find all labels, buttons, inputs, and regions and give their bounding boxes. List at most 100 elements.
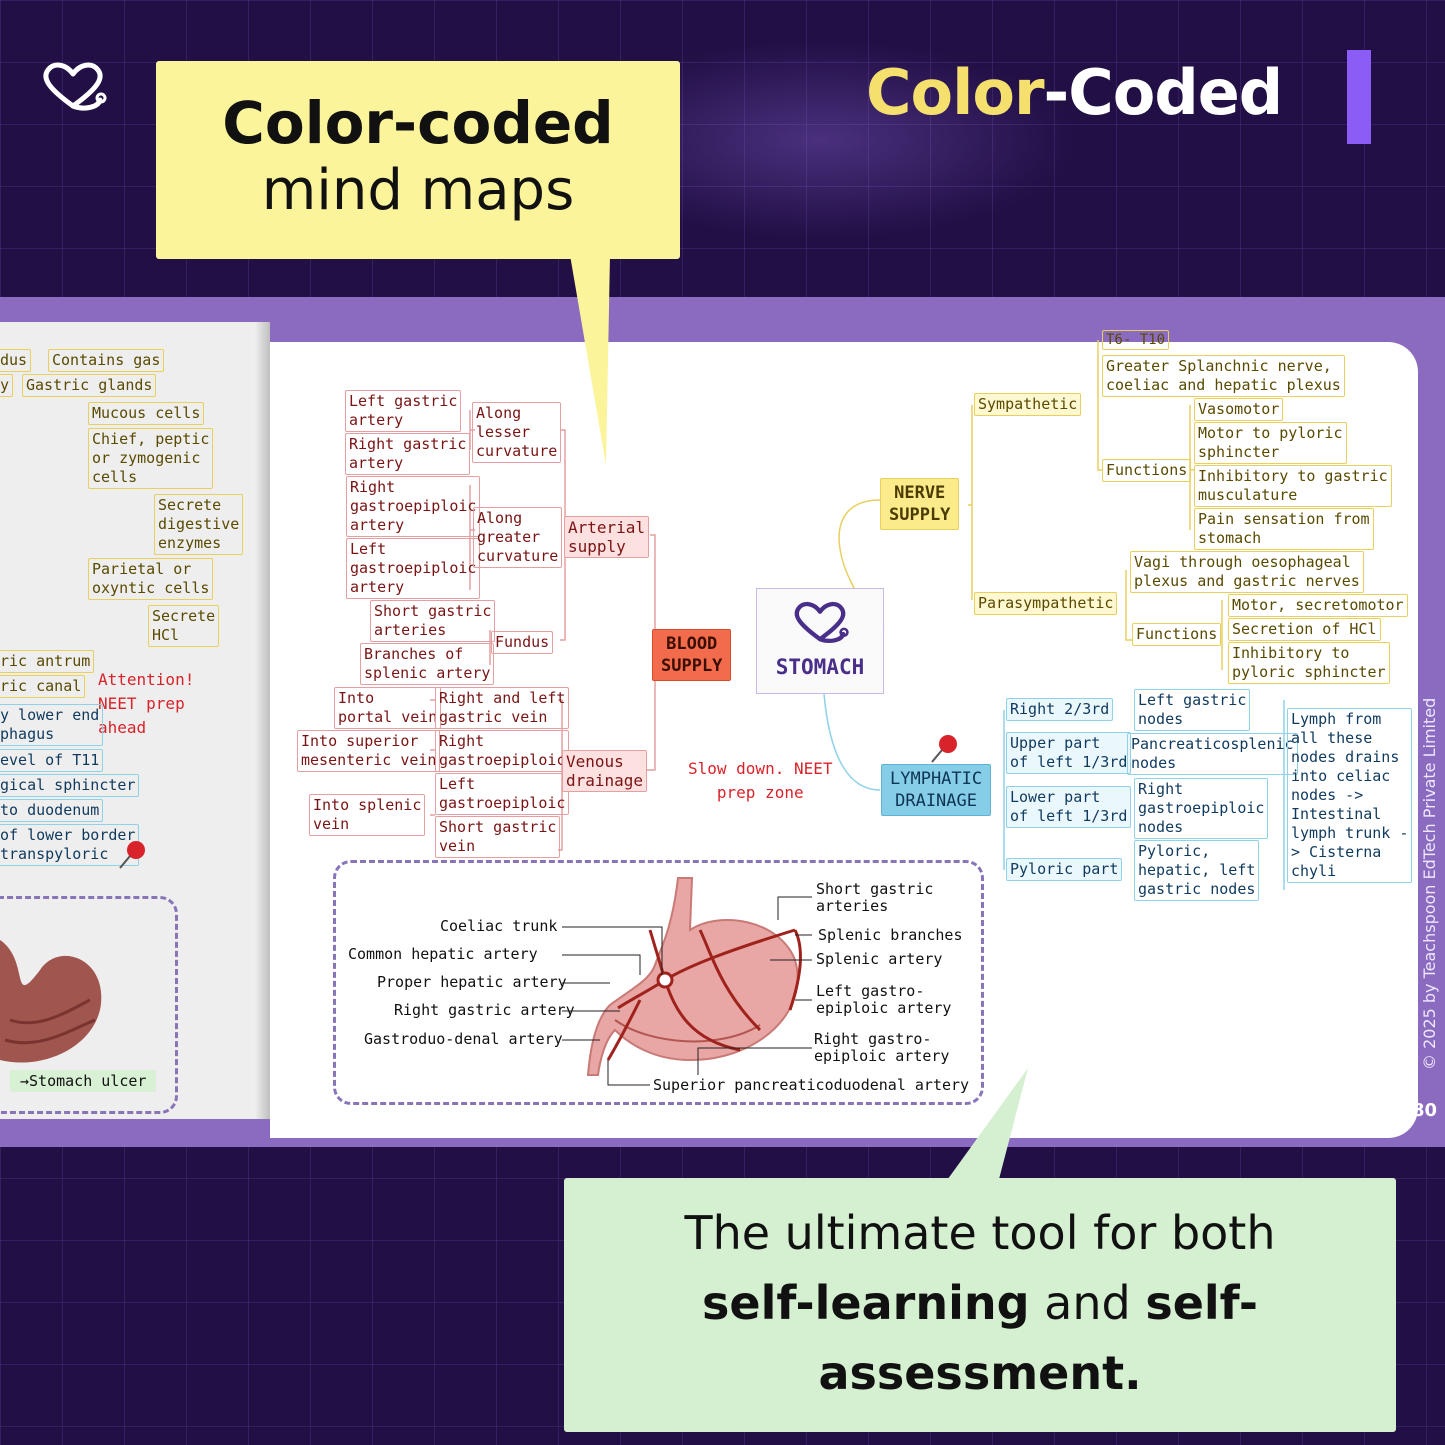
- label-proper-hepatic: Proper hepatic artery: [377, 973, 567, 991]
- node-along-lesser: Along lesser curvature: [472, 402, 562, 463]
- left-node-antrum: ric antrum: [0, 650, 95, 673]
- callout-text-1: The ultimate tool for both: [684, 1206, 1276, 1260]
- page-number: 80: [1412, 1100, 1438, 1121]
- anatomy-diagram-box: [333, 860, 984, 1105]
- label-short-gastric: Short gastric arteries: [816, 880, 934, 915]
- node-branches-splenic: Branches of splenic artery: [360, 643, 495, 685]
- left-node-secrete-hcl: Secrete HCl: [148, 605, 220, 647]
- left-diagram-box: [0, 896, 178, 1114]
- callout-pointer: [570, 255, 610, 465]
- node-pyloric-nodes: Pyloric, hepatic, left gastric nodes: [1134, 840, 1260, 901]
- node-right-gastroepiploic-nodes: Right gastroepiploic nodes: [1134, 778, 1269, 839]
- label-gastroduodenal: Gastroduo-denal artery: [364, 1030, 563, 1048]
- left-node-level-t11: evel of T11: [0, 749, 104, 772]
- label-splenic-artery: Splenic artery: [816, 950, 943, 968]
- ulcer-label: →Stomach ulcer: [10, 1070, 157, 1092]
- node-right-gastroepiploic-vein: Right gastroepiploic: [435, 730, 570, 772]
- left-node-parietal-cells: Parietal or oxyntic cells: [88, 558, 214, 600]
- node-venous-drainage: Venous drainage: [562, 750, 648, 792]
- callout-mind-maps: Color-coded mind maps: [156, 61, 680, 259]
- attention-note: Attention! NEET prep ahead: [98, 670, 195, 737]
- callout-self-learning: The ultimate tool for both self-learning…: [564, 1178, 1396, 1432]
- node-right-two-thirds: Right 2/3rd: [1006, 698, 1114, 721]
- node-t6-t10: T6- T10: [1102, 330, 1170, 350]
- title-part-color: Color: [866, 56, 1045, 129]
- node-fundus: Fundus: [491, 631, 554, 654]
- stomach-ulcer-illustration: [0, 940, 102, 1063]
- pushpin-icon: [931, 735, 957, 763]
- callout-line-2: mind maps: [261, 158, 575, 223]
- callout-text-and: and: [1029, 1276, 1146, 1330]
- label-superior-pancreaticoduodenal: Superior pancreaticoduodenal artery: [653, 1076, 970, 1094]
- stomach-logo-icon: [794, 601, 849, 643]
- node-lower-left-third: Lower part of left 1/3rd: [1006, 786, 1132, 828]
- ulcer-arrow-icon: →: [20, 1072, 30, 1090]
- left-node-lower-oesophagus: y lower end phagus: [0, 704, 104, 746]
- node-into-splenic: Into splenic vein: [309, 794, 426, 836]
- label-coeliac-trunk: Coeliac trunk: [440, 917, 558, 935]
- left-node-gastric-glands: Gastric glands: [22, 374, 157, 397]
- left-node-mucous-cells: Mucous cells: [88, 402, 205, 425]
- node-rl-gastric-vein: Right and left gastric vein: [435, 687, 570, 729]
- label-common-hepatic: Common hepatic artery: [348, 945, 538, 963]
- node-vasomotor: Vasomotor: [1194, 398, 1284, 421]
- node-pyloric-part: Pyloric part: [1006, 858, 1123, 881]
- title-accent-bar: [1347, 50, 1371, 144]
- slow-down-note: Slow down. NEET prep zone: [688, 759, 833, 802]
- node-right-gastric-artery: Right gastric artery: [345, 433, 471, 475]
- node-upper-left-third: Upper part of left 1/3rd: [1006, 732, 1132, 774]
- node-left-gastric-nodes: Left gastric nodes: [1134, 689, 1251, 731]
- callout-line-1: Color-coded: [222, 89, 614, 157]
- left-node-sphincter: gical sphincter: [0, 774, 140, 797]
- node-inhibitory-pyloric: Inhibitory to pyloric sphincter: [1228, 642, 1390, 684]
- copyright-text: © 2025 by Teachspoon EdTech Private Limi…: [1420, 697, 1439, 1070]
- node-into-portal: Into portal vein: [334, 687, 442, 729]
- title-part-coded: -Coded: [1043, 56, 1284, 129]
- label-left-gastroepiploic: Left gastro- epiploic artery: [816, 982, 952, 1017]
- brand-logo-icon: [43, 62, 107, 111]
- node-lymphatic-drainage: LYMPHATIC DRAINAGE: [881, 764, 992, 816]
- left-node-fundus: dus: [0, 349, 32, 372]
- label-right-gastroepiploic: Right gastro- epiploic artery: [814, 1030, 950, 1065]
- node-parasympathetic: Parasympathetic: [974, 592, 1118, 615]
- left-node-secrete-enzymes: Secrete digestive enzymes: [154, 494, 244, 555]
- callout-bold-self-learning: self-learning: [702, 1276, 1030, 1330]
- left-node-chief-cells: Chief, peptic or zymogenic cells: [88, 428, 214, 489]
- node-along-greater: Along greater curvature: [473, 507, 563, 568]
- node-right-gastroepiploic-artery: Right gastroepiploic artery: [346, 476, 481, 537]
- left-node-to-duodenum: to duodenum: [0, 799, 104, 822]
- label-splenic-branches: Splenic branches: [818, 926, 963, 944]
- left-node-body: y: [0, 374, 14, 397]
- node-motor-secretomotor: Motor, secretomotor: [1228, 594, 1408, 617]
- node-short-gastric-vein: Short gastric vein: [435, 816, 561, 858]
- stomach-arteries-illustration: [586, 877, 802, 1076]
- node-functions-parasympathetic: Functions: [1132, 623, 1222, 646]
- node-blood-supply: BLOOD SUPPLY: [652, 629, 732, 681]
- label-right-gastric: Right gastric artery: [394, 1001, 575, 1019]
- node-pancreaticosplenic: Pancreaticosplenic nodes: [1127, 733, 1298, 775]
- pushpin-icon: [119, 841, 145, 869]
- node-greater-splanchnic: Greater Splanchnic nerve, coeliac and he…: [1102, 355, 1345, 397]
- node-stomach: STOMACH: [756, 588, 884, 694]
- callout-bold-self: self-: [1145, 1276, 1258, 1330]
- node-left-gastric-artery: Left gastric artery: [345, 390, 462, 432]
- left-node-canal: ric canal: [0, 675, 86, 698]
- left-node-contains-gas: Contains gas: [48, 349, 165, 372]
- node-into-sup-mesenteric: Into superior mesenteric vein: [297, 730, 441, 772]
- callout-bold-assessment: assessment.: [818, 1346, 1142, 1400]
- node-short-gastric-arteries: Short gastric arteries: [370, 600, 496, 642]
- node-secretion-hcl: Secretion of HCl: [1228, 618, 1381, 641]
- node-lymph-drains: Lymph from all these nodes drains into c…: [1287, 708, 1413, 883]
- page-fold-shadow: [255, 322, 270, 1119]
- node-inhibitory-gastric: Inhibitory to gastric musculature: [1194, 465, 1392, 507]
- node-pain-sensation: Pain sensation from stomach: [1194, 508, 1374, 550]
- node-arterial-supply: Arterial supply: [564, 516, 650, 558]
- node-vagi: Vagi through oesophageal plexus and gast…: [1130, 551, 1364, 593]
- page-title: Color-Coded: [866, 56, 1284, 129]
- node-sympathetic: Sympathetic: [974, 393, 1082, 416]
- node-nerve-supply: NERVE SUPPLY: [880, 478, 960, 530]
- green-callout-pointer: [945, 1068, 1028, 1183]
- stomach-label: STOMACH: [775, 655, 865, 679]
- node-left-gastroepiploic-artery: Left gastroepiploic artery: [346, 538, 481, 599]
- node-functions-sympathetic: Functions: [1102, 459, 1192, 482]
